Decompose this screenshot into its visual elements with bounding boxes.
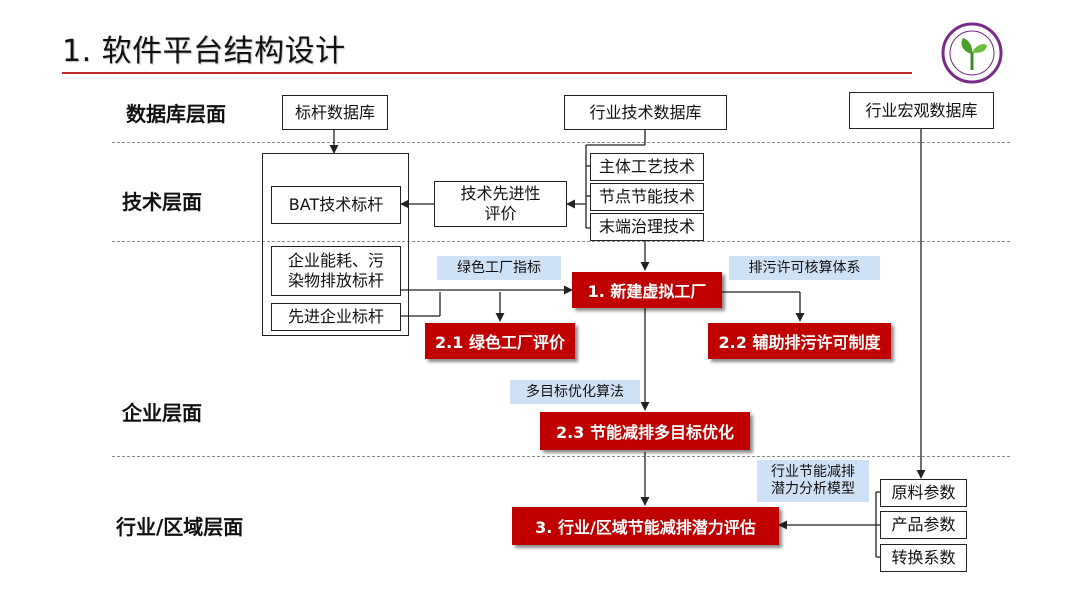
virtual-factory-box: 1. 新建虚拟工厂: [572, 272, 722, 308]
node-saving-box: 节点节能技术: [590, 183, 704, 211]
layer-label-technology: 技术层面: [122, 190, 202, 214]
green-indicator-tag: 绿色工厂指标: [437, 256, 561, 280]
page-title: 1. 软件平台结构设计: [62, 34, 346, 69]
discharge-permit-box: 2.2 辅助排污许可制度: [708, 323, 891, 359]
layer-divider: [112, 241, 1010, 242]
raw-params-box: 原料参数: [880, 479, 967, 507]
optimization-algorithm-tag: 多目标优化算法: [510, 380, 640, 404]
layer-label-enterprise: 企业层面: [122, 401, 202, 425]
title-divider: [62, 72, 912, 74]
school-environment-logo-icon: [941, 22, 1003, 84]
bat-benchmark-box: BAT技术标杆: [271, 186, 401, 224]
layer-label-database: 数据库层面: [126, 102, 226, 126]
main-process-box: 主体工艺技术: [590, 153, 704, 181]
conversion-coefficient-box: 转换系数: [880, 544, 967, 572]
energy-benchmark-box: 企业能耗、污 染物排放标杆: [271, 246, 401, 296]
layer-divider: [112, 456, 1010, 457]
green-factory-evaluation-box: 2.1 绿色工厂评价: [425, 323, 575, 359]
industry-tech-database-box: 行业技术数据库: [564, 95, 727, 130]
advanced-evaluation-box: 技术先进性 评价: [434, 181, 567, 227]
product-params-box: 产品参数: [880, 511, 967, 539]
layer-label-industry: 行业/区域层面: [116, 515, 244, 539]
benchmark-container: [262, 153, 409, 336]
end-treatment-box: 末端治理技术: [590, 213, 704, 241]
potential-model-tag: 行业节能减排 潜力分析模型: [757, 460, 869, 502]
potential-evaluation-box: 3. 行业/区域节能减排潜力评估: [512, 507, 779, 545]
advanced-enterprise-benchmark-box: 先进企业标杆: [271, 303, 401, 331]
discharge-system-tag: 排污许可核算体系: [729, 256, 880, 280]
macro-database-box: 行业宏观数据库: [849, 92, 994, 129]
benchmark-database-box: 标杆数据库: [282, 95, 388, 130]
multi-objective-optimization-box: 2.3 节能减排多目标优化: [540, 412, 750, 450]
layer-divider: [112, 142, 1010, 143]
